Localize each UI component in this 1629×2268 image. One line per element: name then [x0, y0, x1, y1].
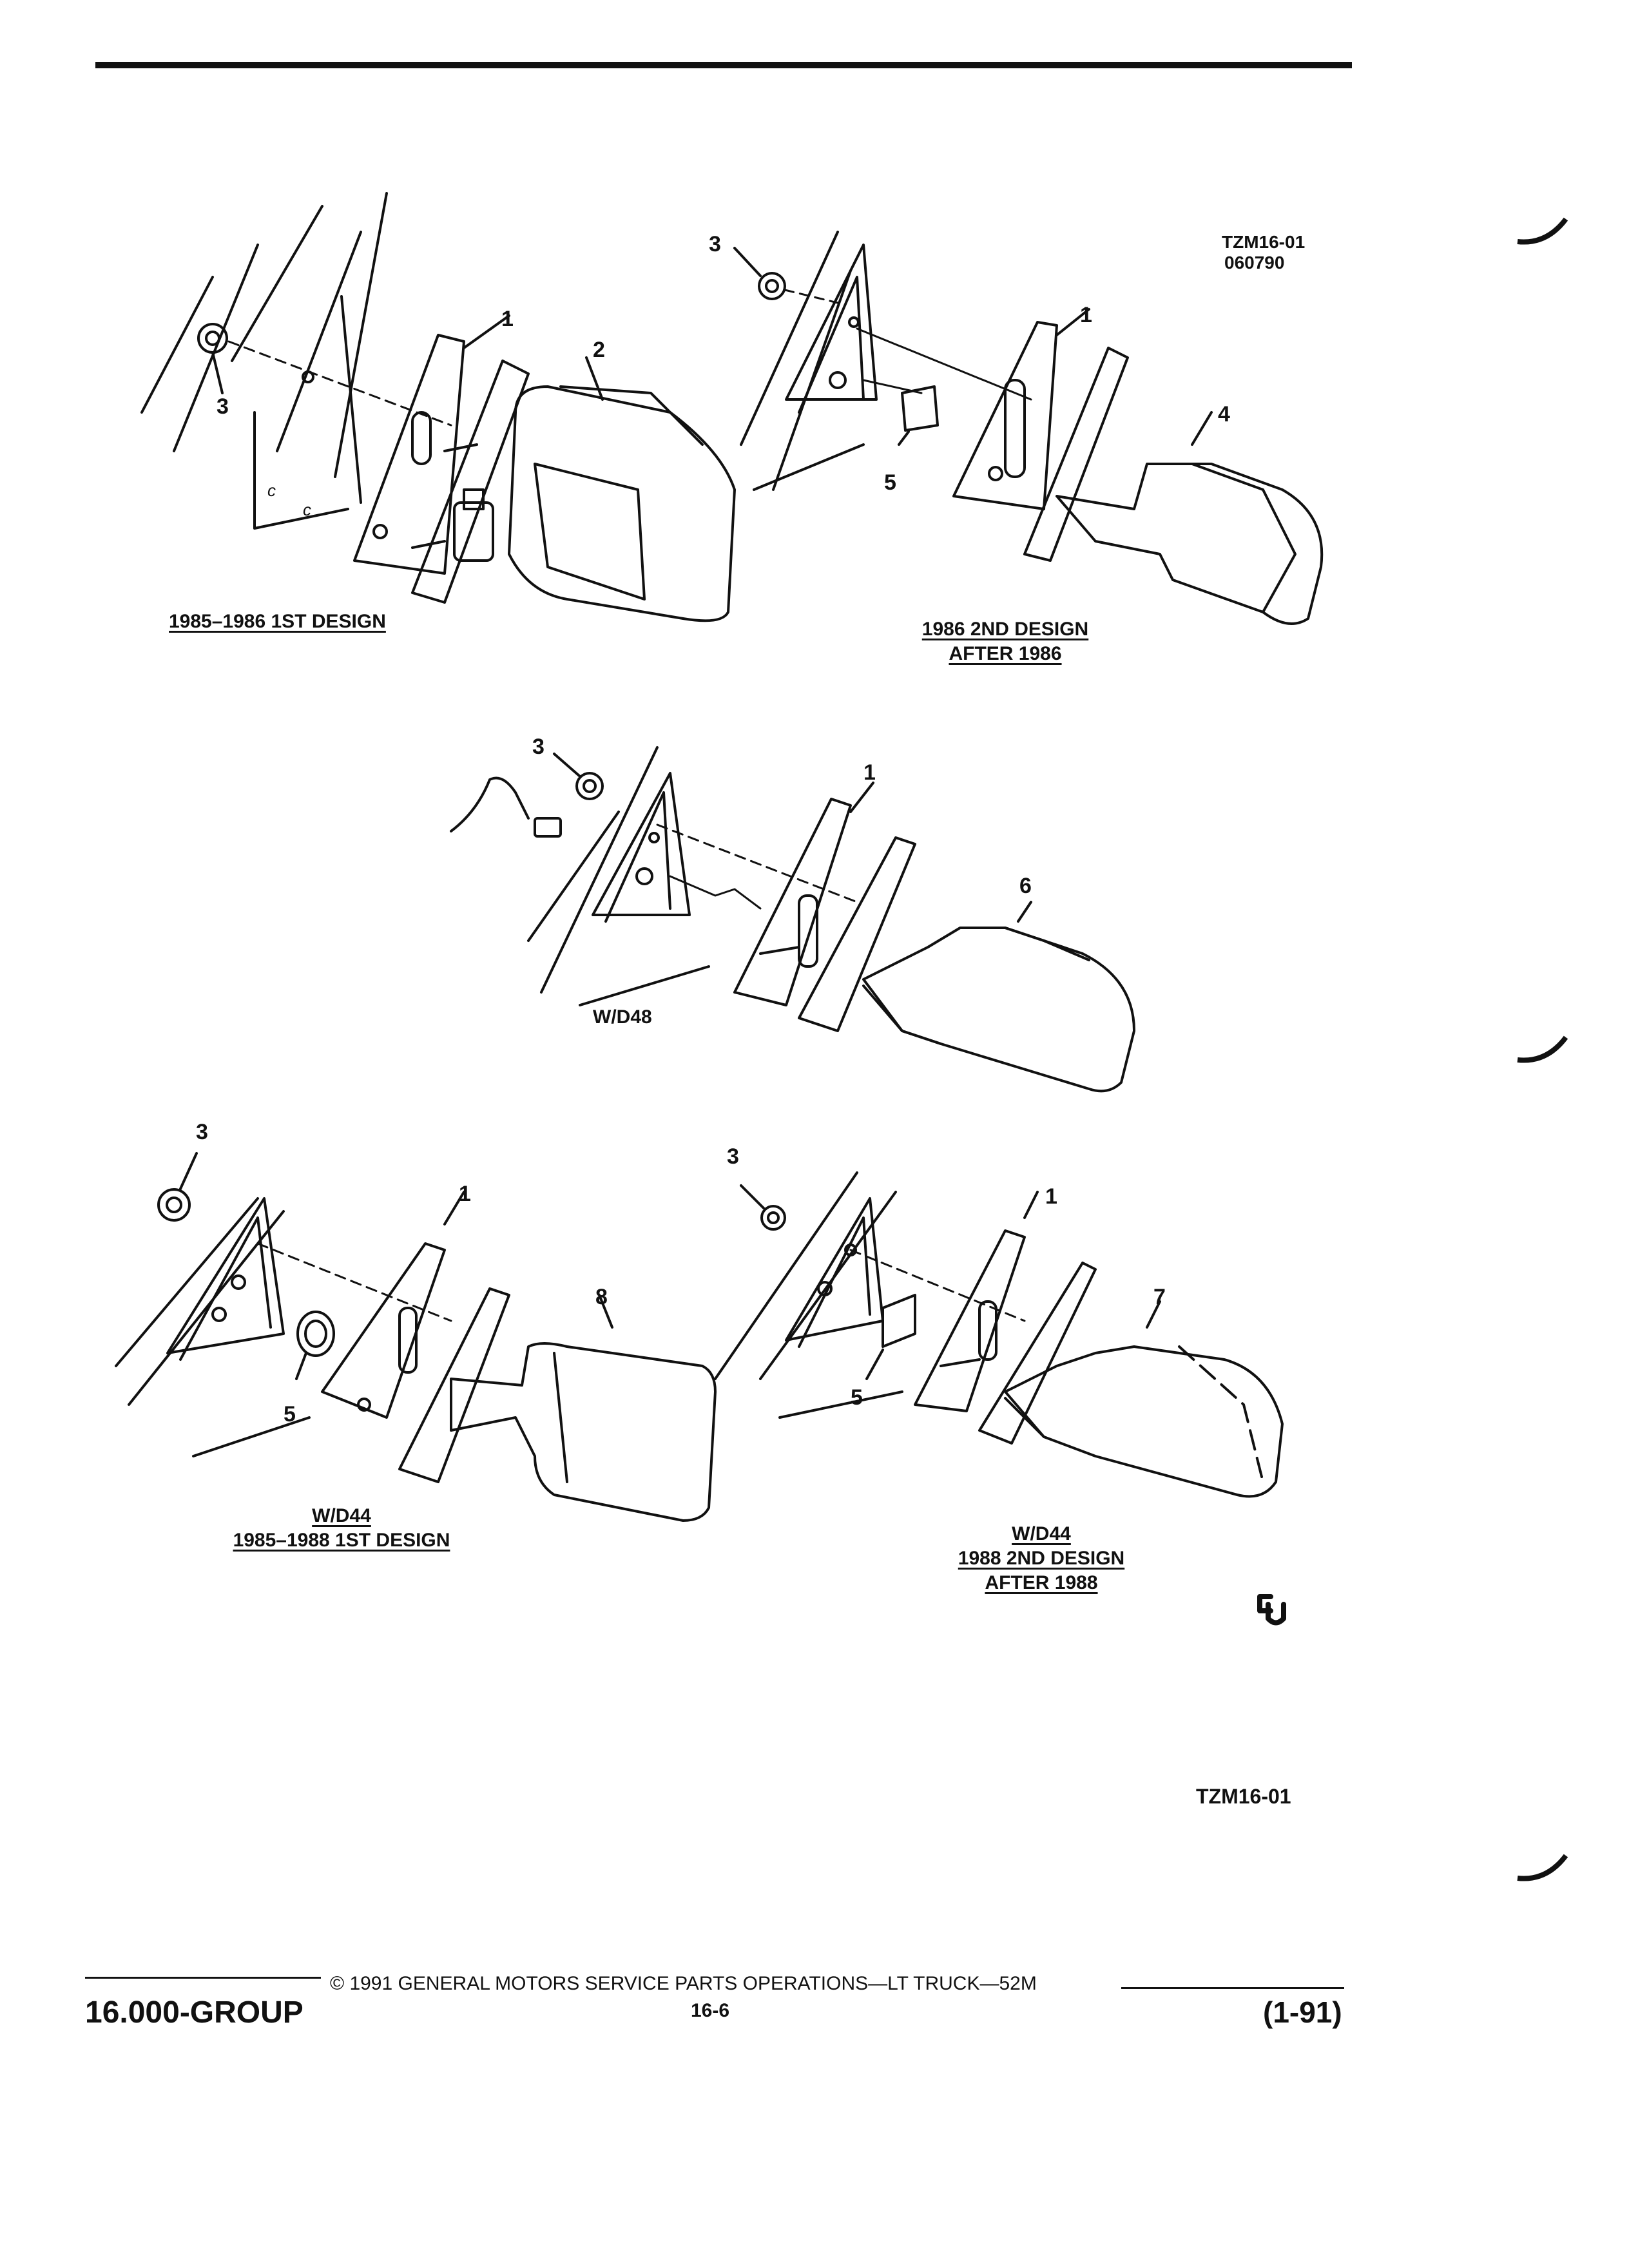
svg-text:c: c — [303, 500, 311, 519]
callout-7: 7 — [1153, 1285, 1166, 1309]
callout-5: 5 — [851, 1385, 863, 1410]
callout-4: 4 — [1218, 402, 1230, 427]
view-1986-second-design — [733, 231, 1324, 625]
view-w-d48 — [450, 746, 1135, 1093]
callout-2: 2 — [593, 338, 605, 362]
callout-1: 1 — [863, 760, 876, 785]
svg-text:c: c — [267, 481, 276, 500]
callout-1: 1 — [501, 307, 514, 331]
caption-view-3: W/D48 — [593, 1005, 652, 1030]
caption-line: W/D44 — [312, 1505, 371, 1526]
callout-3: 3 — [727, 1144, 739, 1169]
callout-6: 6 — [1019, 874, 1032, 898]
callout-3: 3 — [532, 735, 545, 759]
footer-rule-left — [85, 1977, 321, 1979]
caption-view-1: 1985–1986 1ST DESIGN — [169, 610, 386, 634]
view-w-d44-second-design — [714, 1171, 1284, 1498]
footer-date-code: (1-91) — [1263, 1995, 1342, 2029]
callout-8: 8 — [595, 1285, 608, 1309]
callout-3: 3 — [709, 232, 721, 256]
binding-hole-mark — [1517, 1854, 1568, 1881]
drawing-date: 060790 — [1224, 253, 1285, 273]
callout-1: 1 — [459, 1182, 471, 1206]
view-1985-1986-first-design: c c — [140, 192, 736, 622]
drawing-ref: TZM16-01 — [1196, 1785, 1291, 1808]
gm-logo-mark — [1257, 1594, 1286, 1626]
callout-3: 3 — [217, 394, 229, 419]
footer-copyright: © 1991 GENERAL MOTORS SERVICE PARTS OPER… — [330, 1973, 1037, 1994]
caption-line: AFTER 1986 — [949, 643, 1062, 664]
caption-line: 1986 2ND DESIGN — [921, 619, 1089, 640]
caption-view-2: 1986 2ND DESIGN AFTER 1986 — [902, 617, 1108, 666]
callout-1: 1 — [1045, 1184, 1057, 1209]
view-w-d44-first-design — [115, 1152, 717, 1522]
binding-hole-mark — [1517, 217, 1568, 245]
footer-page-number: 16-6 — [691, 2000, 730, 2021]
caption-view-5: W/D44 1988 2ND DESIGN AFTER 1988 — [938, 1522, 1144, 1595]
callout-5: 5 — [284, 1402, 296, 1427]
caption-line: 1985–1988 1ST DESIGN — [233, 1530, 450, 1551]
caption-line: 1985–1986 1ST DESIGN — [169, 611, 386, 632]
footer-rule-right — [1121, 1987, 1344, 1989]
binding-hole-mark — [1517, 1035, 1568, 1063]
caption-line: W/D44 — [1012, 1523, 1071, 1544]
drawing-id-top: TZM16-01 — [1222, 232, 1306, 252]
caption-line: W/D48 — [593, 1006, 652, 1028]
top-rule — [95, 62, 1352, 68]
footer-group: 16.000-GROUP — [85, 1995, 304, 2030]
callout-1: 1 — [1080, 303, 1092, 327]
callout-5: 5 — [884, 470, 896, 495]
caption-line: AFTER 1988 — [985, 1572, 1098, 1593]
callout-3: 3 — [196, 1120, 208, 1144]
caption-view-4: W/D44 1985–1988 1ST DESIGN — [219, 1504, 464, 1553]
caption-line: 1988 2ND DESIGN — [958, 1548, 1125, 1569]
